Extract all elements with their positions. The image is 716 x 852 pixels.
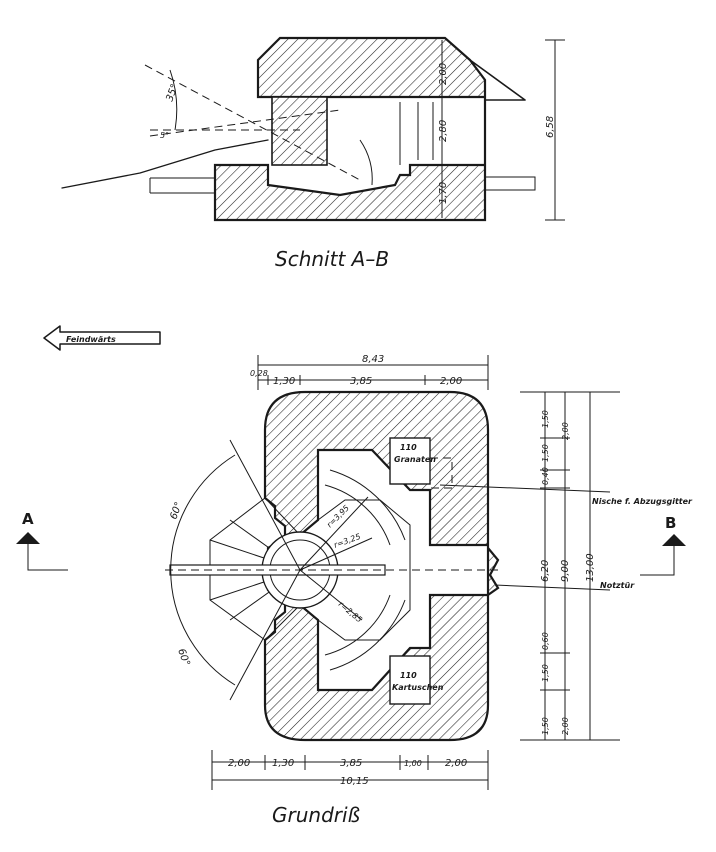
direction-label: Feindwärts — [66, 335, 116, 344]
section-marker-b-label: B — [665, 514, 676, 532]
dim-bottom-overall: 10,15 — [340, 776, 369, 787]
lower-room-name: Kartuschen — [392, 683, 444, 692]
dim-right-low-c: 1,50 — [541, 717, 550, 735]
terrain-line — [61, 139, 269, 189]
dim-top-d2: 1,30 — [273, 376, 295, 387]
section-marker-a-line — [27, 544, 68, 571]
dim-bottom-d1: 2,00 — [228, 758, 250, 769]
sector-limit-lines — [229, 439, 301, 701]
section-view: 35° 5° 2,00 2,80 1,70 6,58 — [61, 36, 565, 222]
traverse-arc-inner — [324, 484, 391, 656]
section-title: Schnitt A–B — [275, 247, 389, 271]
roof-overhang — [469, 59, 526, 101]
upper-room-name: Granaten — [394, 455, 436, 464]
niche-annotation: Nische f. Abzugsgitter — [592, 497, 693, 506]
angle-arc-upper — [169, 69, 178, 131]
dim-right-top-c: 2,00 — [561, 422, 570, 440]
angle-down-label: 5° — [160, 131, 169, 140]
dim-top-overall: 8,43 — [362, 354, 384, 365]
angle-lower: 60° — [175, 647, 191, 667]
traverse-arc-outer — [329, 469, 406, 671]
section-concrete — [213, 36, 487, 222]
dim-right-middle: 6,20 — [540, 560, 551, 582]
left-ledge — [149, 177, 215, 194]
dim-bottom-d5: 2,00 — [445, 758, 467, 769]
section-marker-a-label: A — [22, 510, 34, 528]
lower-ammo-room — [389, 655, 431, 705]
gun-room-outline — [317, 499, 411, 641]
firing-line-upper — [144, 64, 361, 181]
dim-top-d4: 2,00 — [440, 376, 462, 387]
dim-top-d3: 3,85 — [350, 376, 372, 387]
dim-right-top-a: 1,50 — [541, 410, 550, 428]
section-marker-b-arrow — [662, 534, 686, 546]
firing-line-lower — [149, 109, 341, 137]
dim-top-wall: 2,00 — [438, 63, 449, 85]
dim-vertical-total — [545, 39, 565, 221]
dim-right-low-a: 0,60 — [541, 632, 550, 650]
dim-bottom-d2: 1,30 — [272, 758, 294, 769]
door-annotation: Notztür — [600, 581, 635, 590]
radius-r3: r=2,85 — [337, 600, 364, 625]
dim-bottom-lines — [211, 750, 489, 790]
angle-upper: 60° — [168, 501, 184, 521]
dim-right-low-d: 2,00 — [561, 717, 570, 735]
dim-base: 1,70 — [438, 182, 449, 204]
enemy-direction-arrow: Feindwärts — [43, 325, 161, 351]
sector-arc — [170, 454, 236, 686]
dim-right-overall: 13,00 — [585, 553, 596, 582]
plan-view: r=3,95 r=3,25 r=2,85 110 Granaten 110 Ka… — [165, 354, 693, 790]
dim-bottom-d4: 1,00 — [404, 759, 422, 768]
gun-shield — [271, 96, 328, 166]
section-marker-b-line — [640, 546, 675, 576]
upper-room-number: 110 — [400, 443, 417, 452]
dim-top-chain-line — [258, 375, 488, 385]
dim-right-top-b: 1,50 — [541, 444, 550, 462]
niche-leader — [439, 484, 611, 493]
radius-lines — [299, 496, 373, 621]
dim-bottom-d3: 3,85 — [340, 758, 362, 769]
embrasure-rays — [209, 519, 301, 621]
dim-right-low-b: 1,50 — [541, 664, 550, 682]
recoil-arc — [359, 139, 373, 186]
upper-ammo-room — [389, 437, 431, 485]
section-marker-a-arrow — [16, 532, 40, 544]
dim-top-d1: 0,28 — [250, 369, 268, 378]
door-leader — [494, 584, 611, 591]
dim-top-overall-line — [257, 355, 489, 390]
dim-total: 6,58 — [545, 116, 556, 138]
dim-right-lines — [520, 391, 620, 741]
radius-r1: r=3,95 — [325, 503, 351, 529]
dim-interior: 2,80 — [438, 120, 449, 142]
section-marker-a: A — [16, 510, 68, 571]
lower-room-number: 110 — [400, 671, 417, 680]
dim-right-inner: 9,00 — [560, 560, 571, 582]
radius-r2: r=3,25 — [333, 532, 362, 550]
dim-right-niche: 0,40 — [541, 467, 550, 485]
plan-title: Grundriß — [272, 803, 360, 827]
angle-up-label: 35° — [164, 83, 180, 103]
interior-wall-lines — [399, 102, 434, 165]
section-marker-b: B — [640, 514, 686, 576]
right-ledge — [485, 176, 536, 191]
